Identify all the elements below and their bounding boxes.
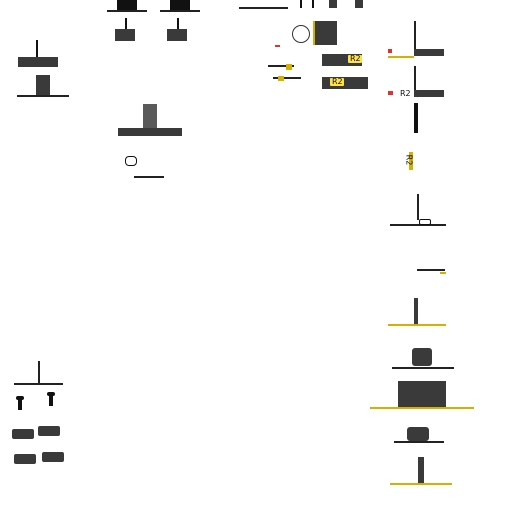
right-bar-vertical xyxy=(414,103,418,133)
node-2-stem xyxy=(177,18,179,30)
right-large-block xyxy=(398,381,446,407)
left-base-line xyxy=(17,95,69,97)
right-bottom-pillar xyxy=(418,457,424,483)
r2-label-2: R2 xyxy=(332,77,343,86)
arrow-up-2-head xyxy=(47,392,55,396)
top-line-2 xyxy=(160,10,200,12)
right-pole xyxy=(414,298,418,324)
r2-tag-1 xyxy=(348,55,362,63)
center-pillar xyxy=(143,104,157,132)
mid-rail-1 xyxy=(268,65,294,67)
right-low-marker xyxy=(419,219,431,225)
right-block-1 xyxy=(414,49,444,56)
bottom-widget-3 xyxy=(14,454,36,464)
node-1-stem xyxy=(125,18,127,30)
left-bar xyxy=(18,57,58,67)
arrow-up-1 xyxy=(18,398,22,410)
bottom-left-rail xyxy=(14,383,63,385)
right-red-dot-2 xyxy=(388,91,393,95)
right-low-rail-1 xyxy=(417,194,419,220)
right-knob xyxy=(412,348,432,366)
bottom-widget-2 xyxy=(38,426,60,436)
rotated-r2-group: R2 xyxy=(404,152,419,174)
rotated-r2-accent xyxy=(409,152,413,170)
top-block-1 xyxy=(117,0,137,10)
right-large-base xyxy=(370,407,474,409)
red-dot-1 xyxy=(275,45,280,47)
center-connector-icon xyxy=(125,156,137,166)
right-sensor-accent xyxy=(440,272,446,274)
right-gold-line-1 xyxy=(388,56,414,58)
right-pole-base xyxy=(388,324,446,326)
r2-label-1: R2 xyxy=(350,54,361,63)
mid-rail-2 xyxy=(273,77,301,79)
right-small-knob-line xyxy=(394,441,444,443)
arrow-up-2 xyxy=(49,394,53,406)
center-footer-line xyxy=(134,176,164,178)
left-stem xyxy=(36,40,38,58)
r2-label-4: R2 xyxy=(404,154,414,166)
bottom-left-post xyxy=(38,361,40,383)
left-box xyxy=(36,75,50,95)
refresh-icon xyxy=(292,25,310,43)
node-2-box xyxy=(167,29,187,41)
refresh-accent xyxy=(313,21,315,45)
right-knob-line xyxy=(392,367,454,369)
bottom-widget-4 xyxy=(42,452,64,462)
center-base xyxy=(118,128,182,136)
node-1-box xyxy=(115,29,135,41)
top-right-square-2 xyxy=(355,0,363,8)
right-red-dot-1 xyxy=(388,49,392,53)
refresh-side-block xyxy=(313,21,337,45)
right-post-2 xyxy=(414,66,416,96)
top-right-square xyxy=(329,0,337,8)
r2-box-2 xyxy=(322,77,368,89)
r2-tag-2 xyxy=(330,78,344,86)
bottom-widget-1 xyxy=(12,429,34,439)
top-right-rail xyxy=(239,7,288,9)
top-line-1 xyxy=(107,10,147,12)
right-bottom-base xyxy=(390,483,452,485)
r2-label-3: R2 xyxy=(400,89,411,98)
mid-rail-accent-1 xyxy=(286,64,292,70)
right-low-rail-2 xyxy=(390,224,446,226)
right-small-knob xyxy=(407,427,429,441)
right-block-2 xyxy=(414,90,444,97)
top-right-post-2 xyxy=(312,0,314,8)
right-sensor-line xyxy=(417,269,445,271)
right-post-1 xyxy=(414,21,416,55)
mid-rail-accent-2 xyxy=(278,76,284,81)
arrow-up-1-head xyxy=(16,396,24,400)
top-block-2 xyxy=(170,0,190,10)
top-right-post-1 xyxy=(300,0,302,8)
